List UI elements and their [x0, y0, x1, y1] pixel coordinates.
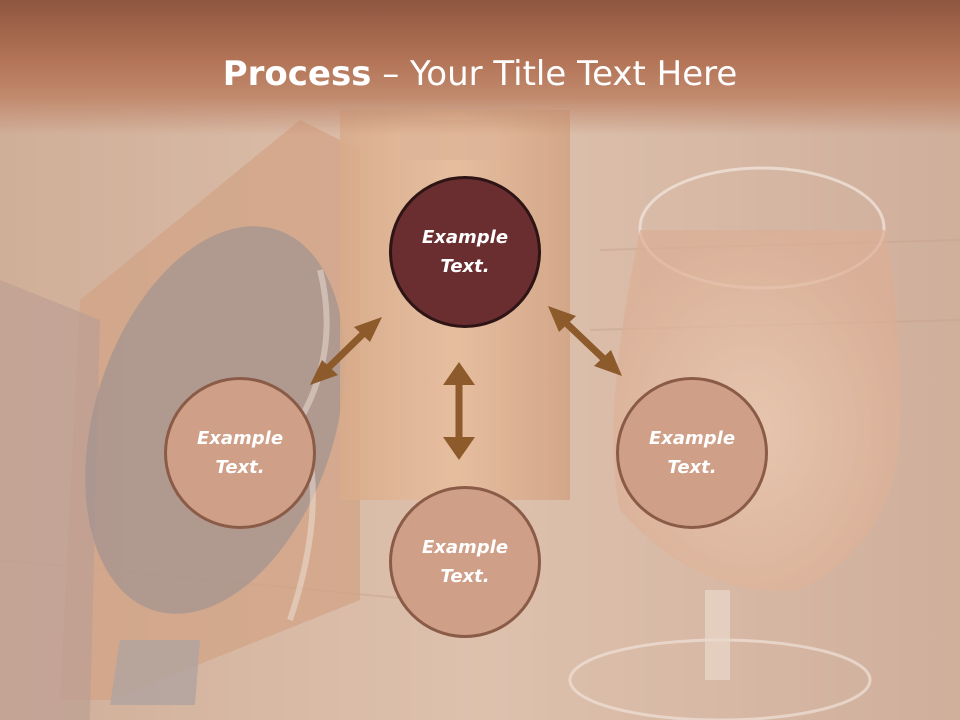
circle-bottom[interactable]: Example Text.: [389, 486, 541, 638]
vertical-double-arrow: [443, 362, 475, 460]
circle-right[interactable]: Example Text.: [616, 377, 768, 529]
title-bold: Process: [222, 54, 372, 94]
right-double-arrow: [548, 306, 622, 376]
circle-right-text: Example Text.: [648, 428, 736, 478]
circle-bottom-text: Example Text.: [421, 537, 509, 587]
circle-left[interactable]: Example Text.: [164, 377, 316, 529]
left-double-arrow: [310, 317, 382, 385]
circle-top[interactable]: Example Text.: [389, 176, 541, 328]
title-band: [0, 0, 960, 135]
circle-top-text: Example Text.: [421, 227, 509, 277]
title-rest: – Your Title Text Here: [371, 54, 738, 94]
slide-title: Process – Your Title Text Here: [0, 52, 960, 96]
circle-left-text: Example Text.: [196, 428, 284, 478]
